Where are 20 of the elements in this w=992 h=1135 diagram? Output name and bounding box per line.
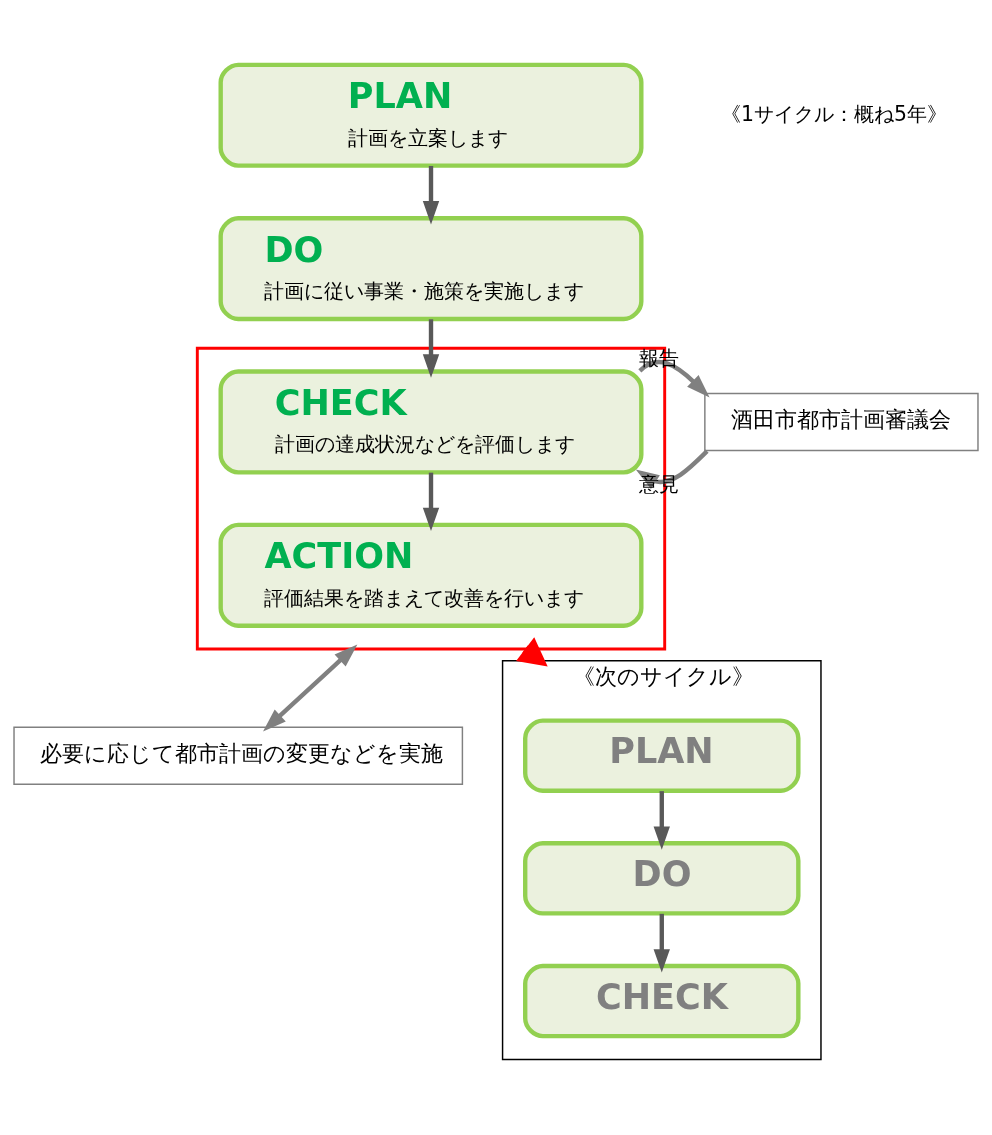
arrow — [422, 318, 440, 378]
arrow — [263, 644, 358, 731]
arrow — [653, 790, 670, 850]
edge-label: 報告 — [639, 345, 680, 370]
label: 《1サイクル：概ね5年》 — [721, 101, 948, 126]
node-box: DO 計画に従い事業・施策を実施します — [218, 215, 644, 321]
node-box: DO — [523, 840, 801, 916]
node-box: 酒田市都市計画審議会 — [704, 392, 979, 451]
arrow — [422, 165, 440, 224]
node-box: CHECK — [523, 963, 801, 1038]
arrow — [653, 913, 670, 973]
node-box: PLAN — [523, 717, 801, 793]
node-box: PLAN 計画を立案します — [218, 62, 644, 168]
node-box: CHECK 計画の達成状況などを評価します — [218, 368, 644, 474]
arrow — [422, 472, 440, 531]
arrow — [516, 636, 548, 666]
arrow — [638, 359, 710, 397]
node-box: 必要に応じて都市計画の変更などを実施 — [13, 725, 464, 785]
node-box: ACTION 評価結果を踏まえて改善を行います — [218, 522, 644, 628]
edge-label: 意見 — [638, 471, 679, 496]
